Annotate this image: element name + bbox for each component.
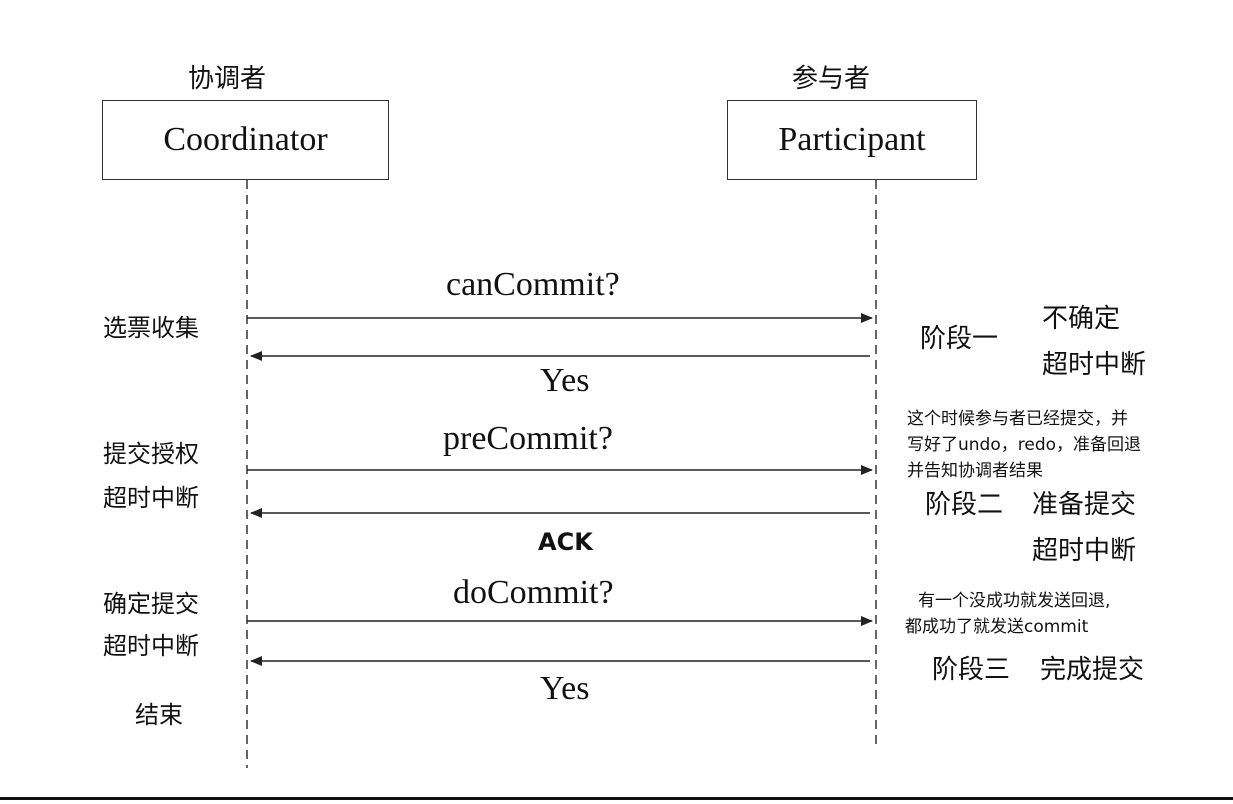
phase2-desc-2: 超时中断 bbox=[1032, 536, 1137, 566]
do-commit-message: doCommit? bbox=[453, 574, 614, 611]
ack-message: ACK bbox=[538, 528, 593, 556]
coordinator-box: Coordinator bbox=[102, 100, 389, 180]
phase2-note-3: 并告知协调者结果 bbox=[907, 461, 1043, 481]
confirm-submit-label: 确定提交 bbox=[103, 590, 199, 618]
phase3-name: 阶段三 bbox=[932, 655, 1011, 685]
coordinator-title: 协调者 bbox=[188, 64, 267, 94]
bottom-border bbox=[0, 797, 1233, 800]
submit-auth-label: 提交授权 bbox=[103, 440, 199, 468]
phase1-name: 阶段一 bbox=[920, 324, 999, 354]
phase3-note-2: 都成功了就发送commit bbox=[905, 617, 1089, 637]
phase3-desc-1: 完成提交 bbox=[1040, 655, 1145, 685]
end-label: 结束 bbox=[135, 701, 183, 729]
yes-message-2: Yes bbox=[540, 670, 590, 707]
phase1-desc-2: 超时中断 bbox=[1042, 350, 1147, 380]
can-commit-message: canCommit? bbox=[446, 266, 620, 303]
phase2-desc-1: 准备提交 bbox=[1032, 490, 1137, 520]
phase2-note-1: 这个时候参与者已经提交，并 bbox=[907, 409, 1128, 429]
phase3-note-1: 有一个没成功就发送回退, bbox=[918, 591, 1111, 611]
submit-auth-timeout-label: 超时中断 bbox=[103, 484, 199, 512]
participant-title: 参与者 bbox=[792, 64, 871, 94]
phase2-name: 阶段二 bbox=[925, 490, 1004, 520]
pre-commit-message: preCommit? bbox=[443, 420, 613, 457]
confirm-submit-timeout-label: 超时中断 bbox=[103, 632, 199, 660]
phase2-note-2: 写好了undo，redo，准备回退 bbox=[907, 435, 1142, 455]
vote-collect-label: 选票收集 bbox=[103, 314, 199, 342]
yes-message-1: Yes bbox=[540, 362, 590, 399]
phase1-desc-1: 不确定 bbox=[1042, 304, 1121, 334]
participant-box: Participant bbox=[727, 100, 977, 180]
